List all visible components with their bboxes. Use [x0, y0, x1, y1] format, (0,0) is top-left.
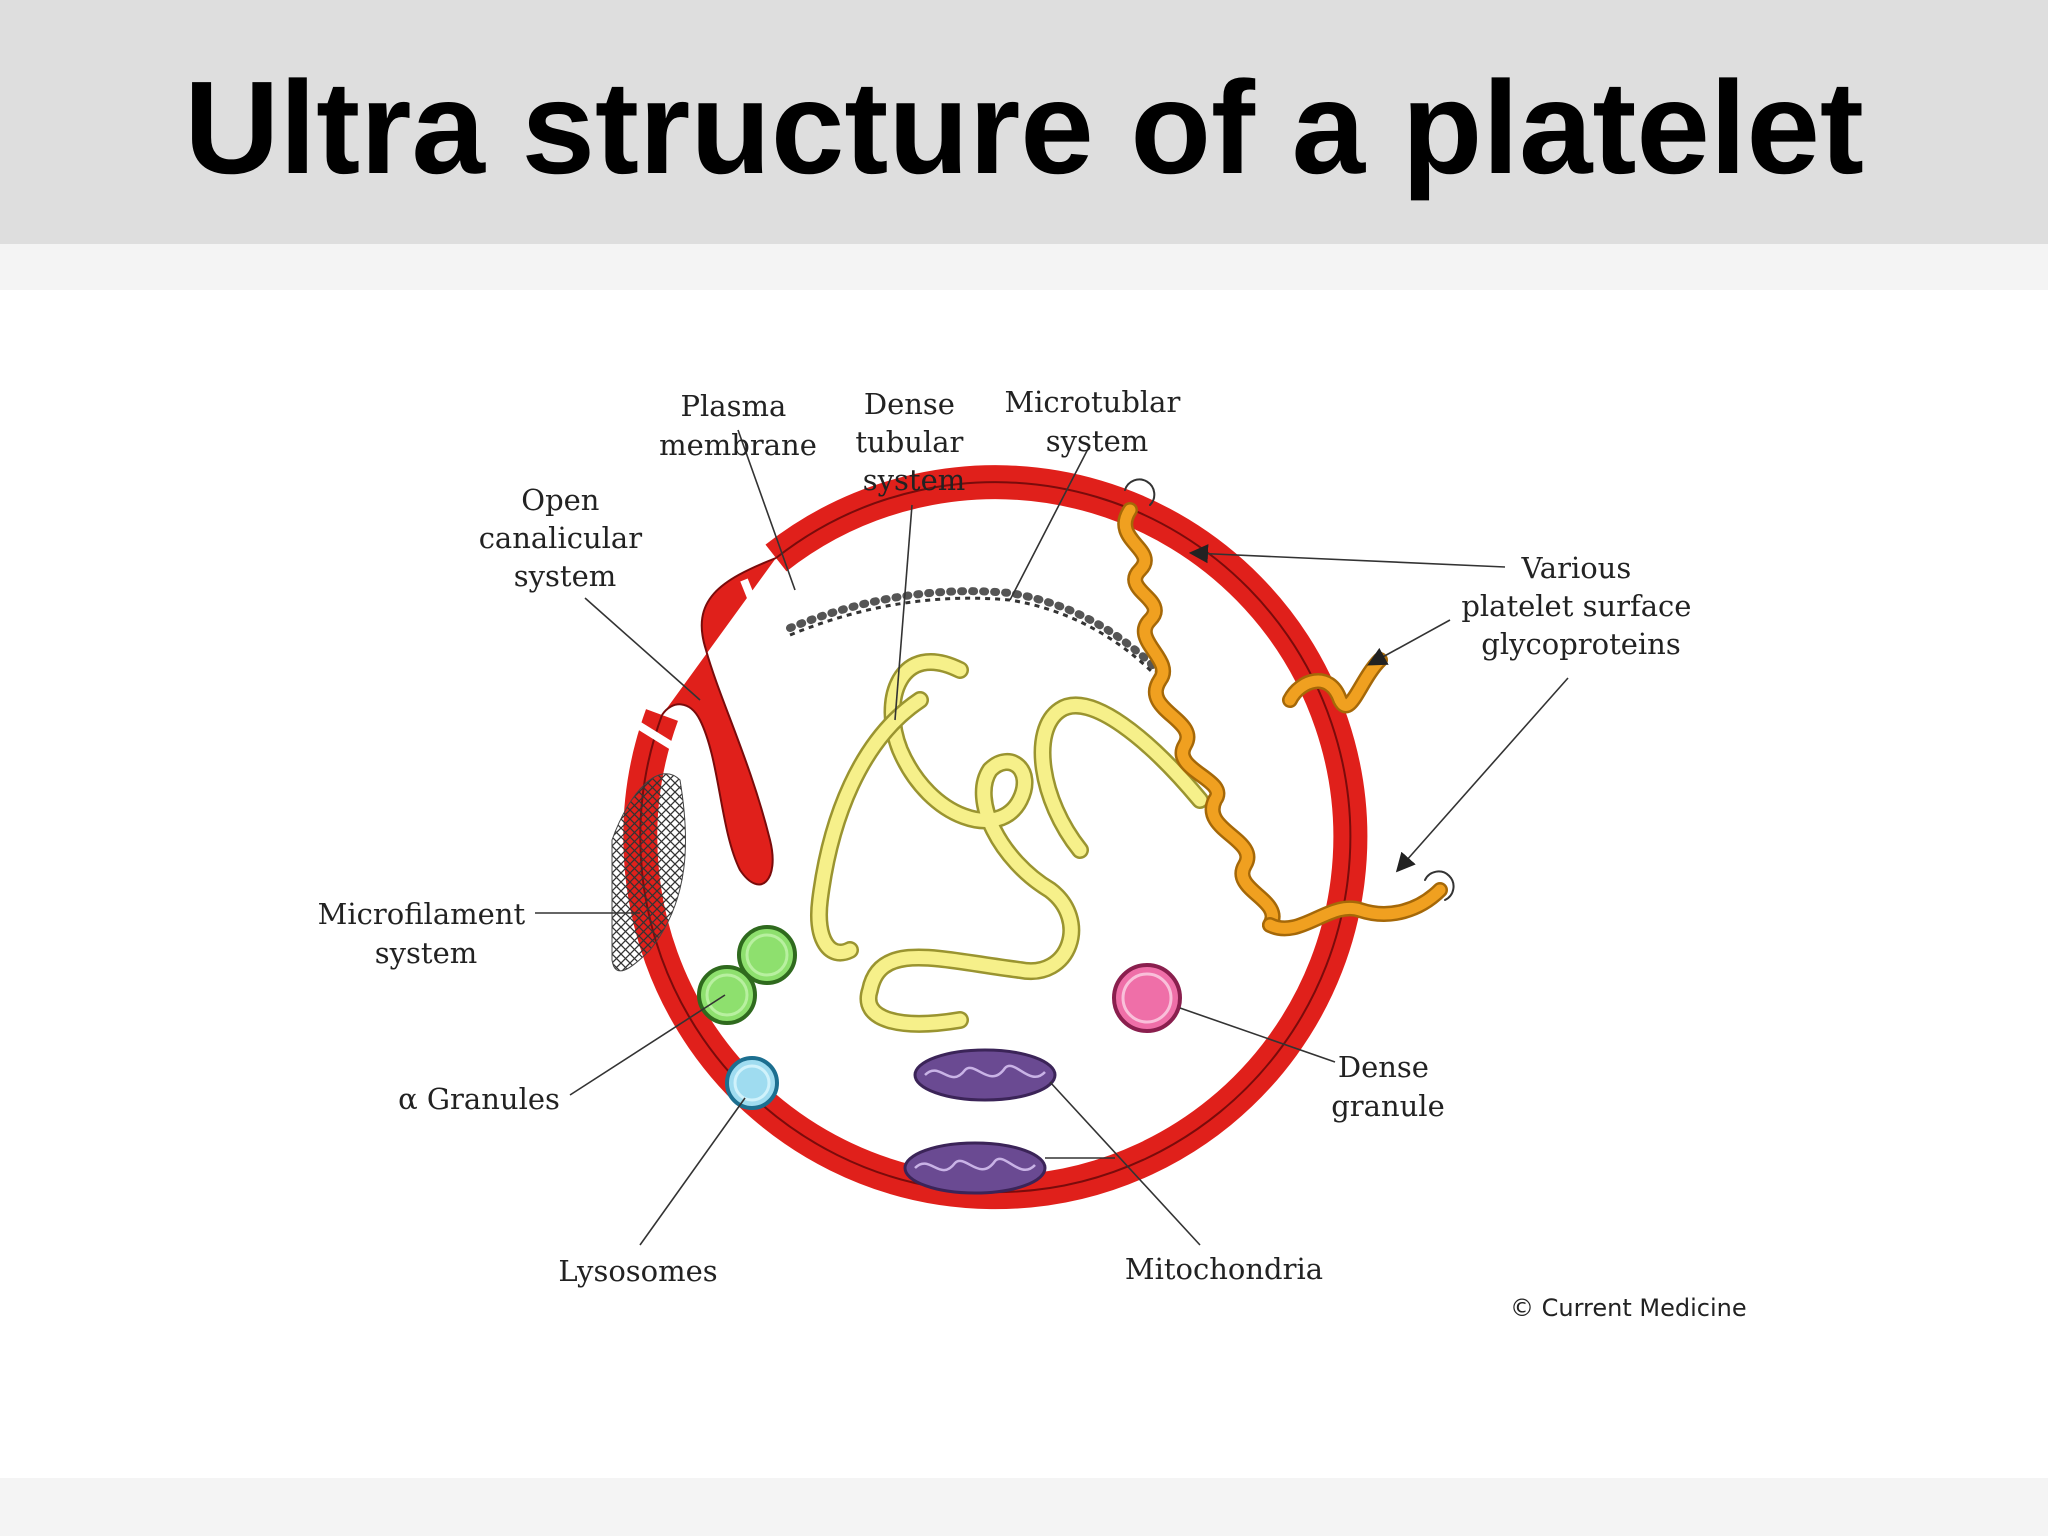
microtubular-coil-loops [786, 587, 1169, 682]
dense-tubular-system [810, 653, 1209, 1033]
dense-granule [1112, 963, 1182, 1033]
label-microfilament-system: Microfilament system [318, 897, 535, 970]
leader-mitochondria-1 [1049, 1081, 1201, 1246]
arrow-glyco-1 [1188, 544, 1506, 568]
label-lysosomes: Lysosomes [558, 1254, 717, 1288]
label-mitochondria: Mitochondria [1125, 1252, 1323, 1286]
leader-plasma-membrane [737, 429, 796, 591]
label-microtubular-system: Microtublar system [1004, 385, 1189, 458]
microfilament-mesh [611, 773, 687, 972]
open-canalicular-invagination [661, 557, 777, 886]
label-dense-tubular-system: Dense tubular system [855, 387, 972, 497]
arrow-glyco-2 [1367, 619, 1451, 666]
leader-dense-granule [1179, 1007, 1336, 1063]
mitochondria [903, 1048, 1057, 1195]
leader-alpha-granules [569, 994, 726, 1096]
leader-dense-tubular [894, 504, 913, 721]
copyright-text: © Current Medicine [1510, 1294, 1747, 1322]
lysosome [725, 1056, 779, 1110]
label-open-canalicular-system: Open canalicular system [479, 483, 652, 593]
label-glycoproteins: Various platelet surface glycoproteins [1461, 551, 1700, 661]
label-dense-granule: Dense granule [1331, 1050, 1445, 1123]
leader-microtubular [1009, 444, 1091, 601]
glycoproteins [1117, 478, 1455, 937]
membrane-break-2 [627, 716, 675, 750]
arrow-glyco-3 [1395, 677, 1569, 873]
membrane-break-1 [740, 578, 764, 622]
leader-lysosomes [639, 1097, 746, 1246]
microtubular-coil [789, 596, 1167, 687]
title-bar [0, 0, 2048, 244]
plasma-membrane-ring [623, 465, 1368, 1210]
slide-title: Ultra structure of a platelet [184, 54, 1864, 201]
label-alpha-granules: α Granules [398, 1082, 560, 1116]
label-plasma-membrane: Plasma membrane [659, 389, 817, 462]
alpha-granules [697, 925, 797, 1025]
leader-open-canalicular [584, 597, 701, 701]
